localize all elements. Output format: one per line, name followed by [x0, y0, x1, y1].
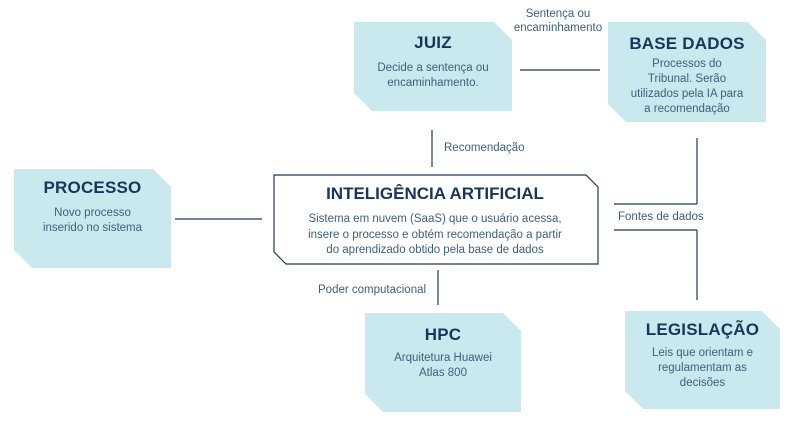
juiz-title: JUIZ	[414, 33, 452, 52]
ia-description: Sistema em nuvem (SaaS) que o usuário ac…	[308, 213, 562, 256]
edge-label-fontes: Fontes de dados	[618, 211, 704, 223]
base-dados-title: BASE DADOS	[629, 34, 745, 53]
hpc-title: HPC	[424, 325, 462, 344]
juiz-description: Decide a sentença ou encaminhamento.	[377, 62, 489, 89]
juiz-node: JUIZ Decide a sentença ou encaminhamento…	[354, 22, 512, 111]
edge-label-poder: Poder computacional	[318, 284, 427, 296]
base-dados-description: Processos do Tribunal. Serão utilizados …	[630, 58, 744, 115]
legislacao-description: Leis que orientam e regulamentam as deci…	[651, 347, 753, 389]
processo-title: PROCESSO	[43, 178, 142, 197]
processo-description: Novo processo inserido no sistema	[42, 207, 143, 234]
legislacao-title: LEGISLAÇÃO	[645, 320, 760, 339]
ia-box-border	[273, 174, 599, 265]
processo-node: PROCESSO Novo processo inserido no siste…	[14, 169, 171, 268]
ia-title: INTELIGÊNCIA ARTIFICIAL	[326, 184, 544, 203]
edge-label-recomendacao: Recomendação	[444, 142, 525, 154]
ia-node: INTELIGÊNCIA ARTIFICIAL Sistema em nuvem…	[285, 182, 585, 262]
edge-label-sentenca: Sentença ou encaminhamento	[513, 8, 603, 34]
legislacao-node: LEGISLAÇÃO Leis que orientam e regulamen…	[625, 311, 780, 409]
base-dados-node: BASE DADOS Processos do Tribunal. Serão …	[608, 22, 766, 122]
hpc-description: Arquitetura Huawei Atlas 800	[394, 352, 492, 379]
hpc-node: HPC Arquitetura Huawei Atlas 800	[365, 313, 521, 412]
